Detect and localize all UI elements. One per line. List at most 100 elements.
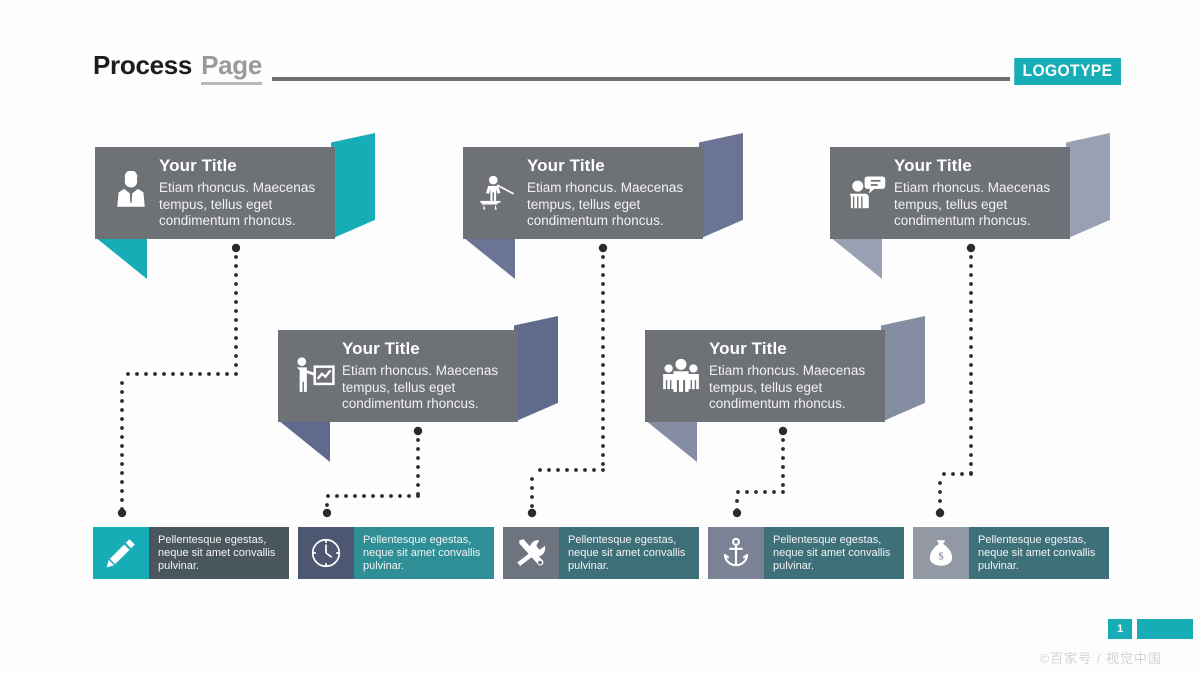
connector-dot — [198, 372, 202, 376]
connector-dot — [234, 318, 238, 322]
pencil-icon — [93, 527, 149, 579]
banner-bottom-fold — [95, 237, 147, 279]
detail-card[interactable]: Pellentesque egestas, neque sit amet con… — [503, 527, 699, 579]
connector-dot — [601, 363, 605, 367]
banner-bottom-fold — [645, 420, 697, 462]
connector-dot — [538, 468, 542, 472]
connector-dot — [326, 494, 330, 498]
banner-description: Etiam rhoncus. Maecenas tempus, tellus e… — [527, 180, 684, 229]
group-people-icon — [645, 354, 709, 398]
connector-dot — [942, 472, 946, 476]
card-description: Pellentesque egestas, neque sit amet con… — [969, 527, 1109, 579]
connector-dot — [601, 453, 605, 457]
connector-dot — [732, 508, 742, 518]
connector-dot — [234, 282, 238, 286]
connector-dot — [969, 435, 973, 439]
banner-description: Etiam rhoncus. Maecenas tempus, tellus e… — [342, 363, 499, 412]
connector-dot — [530, 495, 534, 499]
connector-dot — [189, 372, 193, 376]
connector-dot — [216, 372, 220, 376]
connector-dot — [781, 483, 785, 487]
connector-dot — [135, 372, 139, 376]
connector-dot — [763, 490, 767, 494]
connector-dot — [120, 435, 124, 439]
connector-dot — [234, 372, 238, 376]
person-speech-bubble-icon — [830, 171, 894, 215]
connector-dot — [969, 309, 973, 313]
connector-dot — [407, 494, 411, 498]
banner-description: Etiam rhoncus. Maecenas tempus, tellus e… — [709, 363, 866, 412]
connector-dot — [234, 336, 238, 340]
banner-bottom-fold — [278, 420, 330, 462]
connector-dot — [380, 494, 384, 498]
detail-card[interactable]: $ Pellentesque egestas, neque sit amet c… — [913, 527, 1109, 579]
detail-card[interactable]: Pellentesque egestas, neque sit amet con… — [93, 527, 289, 579]
connector-dot — [592, 468, 596, 472]
connector-dot — [938, 499, 942, 503]
detail-card[interactable]: Pellentesque egestas, neque sit amet con… — [708, 527, 904, 579]
connector-dot — [335, 494, 339, 498]
tools-icon — [503, 527, 559, 579]
connector-dot — [565, 468, 569, 472]
connector-dot — [969, 282, 973, 286]
footer-accent-bar — [1137, 619, 1193, 639]
connector-dot — [601, 399, 605, 403]
banner-bottom-fold — [463, 237, 515, 279]
banner-right-fold — [699, 133, 743, 239]
connector-dot — [969, 444, 973, 448]
connector-dot — [583, 468, 587, 472]
connector-dot — [120, 453, 124, 457]
connector-dot — [601, 300, 605, 304]
connector-dot — [120, 408, 124, 412]
connector-dot — [322, 508, 332, 518]
connector-dot — [601, 282, 605, 286]
connector-dot — [935, 508, 945, 518]
anchor-icon — [708, 527, 764, 579]
connector-dot — [601, 468, 605, 472]
connector-dot — [969, 417, 973, 421]
detail-card[interactable]: Pellentesque egestas, neque sit amet con… — [298, 527, 494, 579]
banner-right-fold — [881, 316, 925, 422]
connector-dot — [120, 381, 124, 385]
connector-dot — [969, 318, 973, 322]
card-description: Pellentesque egestas, neque sit amet con… — [354, 527, 494, 579]
connector-dot — [362, 494, 366, 498]
connector-dot — [745, 490, 749, 494]
connector-dot — [969, 345, 973, 349]
connector-dot — [530, 486, 534, 490]
watermark-text: ©百家号 / 视觉中国 — [1039, 651, 1162, 666]
page-title: Process Page — [93, 50, 262, 85]
connector-dot — [180, 372, 184, 376]
connector-dot — [207, 372, 211, 376]
connector-dot — [601, 372, 605, 376]
connector-dot — [120, 507, 124, 511]
connector-dot — [547, 468, 551, 472]
connector-dot — [781, 490, 785, 494]
connector-dot — [120, 417, 124, 421]
connector-dot — [574, 468, 578, 472]
page-title-light: Page — [201, 50, 262, 85]
banner-title: Your Title — [527, 156, 605, 176]
connector-dot — [371, 494, 375, 498]
banner-title: Your Title — [709, 339, 787, 359]
presenter-chart-icon — [278, 353, 342, 399]
connector-dot — [120, 444, 124, 448]
connector-dot — [969, 390, 973, 394]
logotype-badge: LOGOTYPE — [1014, 58, 1121, 85]
connector-dot — [969, 300, 973, 304]
connector-dot — [120, 462, 124, 466]
connector-dot — [969, 399, 973, 403]
connector-dot — [601, 408, 605, 412]
